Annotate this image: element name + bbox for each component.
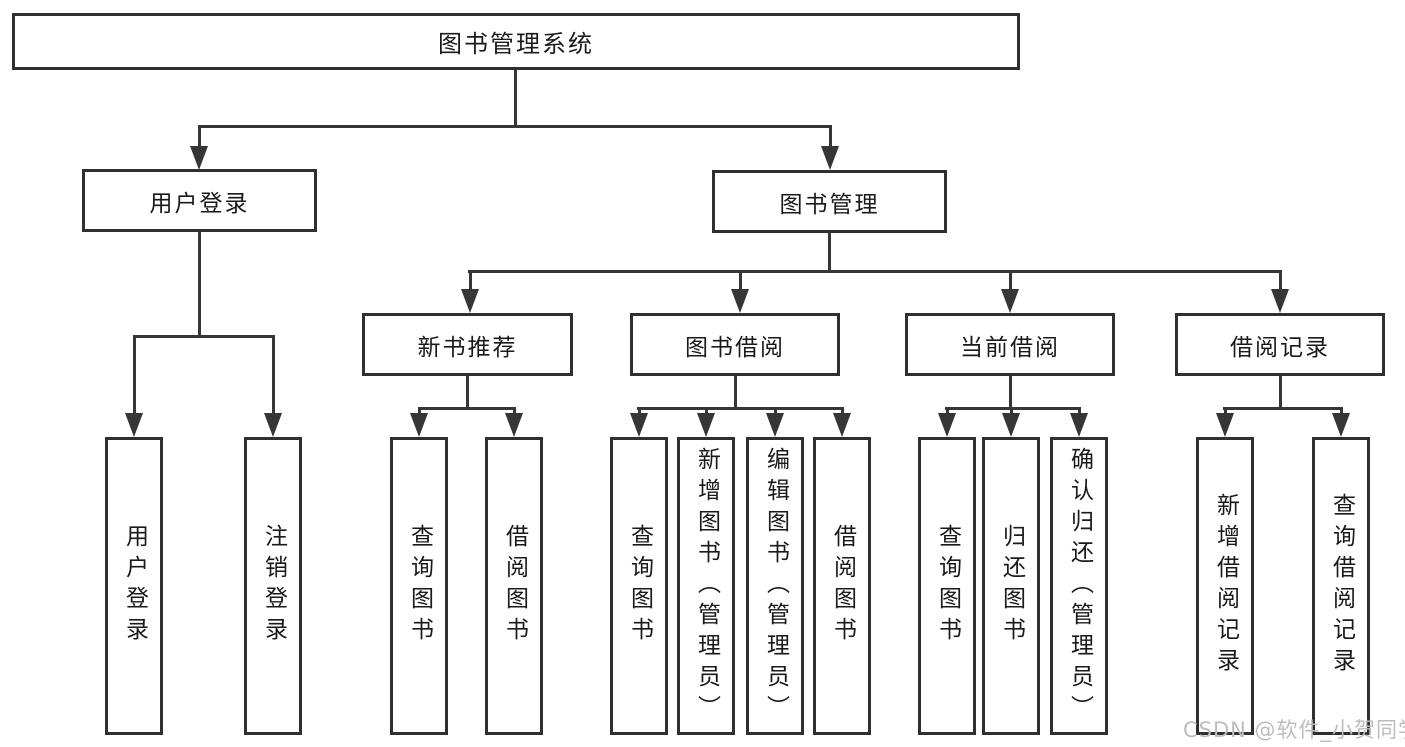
node-current-borrowing: 当前借阅 [905,313,1115,376]
connector-line [637,407,844,410]
arrow-down-icon [821,146,839,170]
node-label: 新增图书（管理员） [693,446,720,726]
connector-line [133,335,136,415]
connector-line [1010,407,1013,415]
arrow-down-icon [461,289,479,313]
node-label: 借阅图书 [829,524,856,648]
node-label: 用户登录 [149,190,250,217]
arrow-down-icon [190,146,208,170]
node-label: 当前借阅 [960,334,1060,361]
leaf-edit-books-admin: 编辑图书（管理员） [746,437,804,735]
leaf-logout: 注销登录 [244,437,302,735]
arrow-down-icon [1216,413,1234,437]
leaf-return-books: 归还图书 [982,437,1040,735]
node-label: 查询图书 [934,524,961,648]
connector-line [829,125,832,147]
node-borrowing-records: 借阅记录 [1175,313,1385,376]
connector-line [198,125,201,147]
arrow-down-icon [731,289,749,313]
node-label: 用户登录 [121,524,148,648]
arrow-down-icon [505,413,523,437]
connector-line [198,232,201,335]
leaf-borrow-books: 借阅图书 [813,437,871,735]
node-label: 查询图书 [626,524,653,648]
node-label: 图书管理 [779,191,880,218]
connector-line [739,270,742,290]
leaf-user-login: 用户登录 [105,437,163,735]
leaf-query-books-borrow: 查询图书 [610,437,668,735]
arrow-down-icon [1332,413,1350,437]
node-label: 新增借阅记录 [1212,493,1239,679]
connector-line [638,407,641,415]
arrow-down-icon [697,413,715,437]
arrow-down-icon [766,413,784,437]
node-label: 查询图书 [406,524,433,648]
leaf-query-books-current: 查询图书 [918,437,976,735]
node-library-management-system: 图书管理系统 [12,13,1020,70]
connector-line [418,407,421,415]
node-label: 图书借阅 [685,334,785,361]
arrow-down-icon [264,413,282,437]
node-label: 借阅记录 [1230,334,1330,361]
node-label: 查询借阅记录 [1328,493,1355,679]
node-book-management: 图书管理 [712,170,947,233]
connector-line [828,233,831,270]
connector-line [946,407,949,415]
connector-line [705,407,708,415]
connector-line [774,407,777,415]
connector-line [1078,407,1081,415]
node-user-login: 用户登录 [82,169,317,232]
arrow-down-icon [125,413,143,437]
node-label: 注销登录 [260,524,287,648]
leaf-query-borrow-record: 查询借阅记录 [1312,437,1370,735]
node-label: 确认归还（管理员） [1066,446,1093,726]
connector-line [1279,270,1282,290]
connector-line [945,407,1081,410]
node-new-book-recommendation: 新书推荐 [362,313,573,376]
connector-line [841,407,844,415]
leaf-confirm-return-admin: 确认归还（管理员） [1050,437,1108,735]
node-label: 图书管理系统 [438,30,594,58]
node-label: 编辑图书（管理员） [762,446,789,726]
connector-line [198,125,832,128]
leaf-add-books-admin: 新增图书（管理员） [677,437,735,735]
arrow-down-icon [1070,413,1088,437]
leaf-borrow-books-recommend: 借阅图书 [485,437,543,735]
connector-line [1009,376,1012,407]
connector-line [1224,407,1227,415]
connector-line [1279,376,1282,407]
connector-line [514,70,517,125]
connector-line [272,335,275,415]
arrow-down-icon [1002,413,1020,437]
connector-line [469,270,472,290]
node-label: 新书推荐 [417,334,518,361]
connector-line [513,407,516,415]
connector-line [1340,407,1343,415]
connector-line [133,335,275,338]
arrow-down-icon [1001,289,1019,313]
arrow-down-icon [833,413,851,437]
connector-line [418,407,516,410]
node-book-borrowing: 图书借阅 [630,313,840,376]
leaf-add-borrow-record: 新增借阅记录 [1196,437,1254,735]
connector-line [466,376,469,407]
connector-line [1223,407,1343,410]
connector-line [468,270,1281,273]
leaf-query-books-recommend: 查询图书 [390,437,448,735]
arrow-down-icon [938,413,956,437]
node-label: 归还图书 [998,524,1025,648]
node-label: 借阅图书 [501,524,528,648]
arrow-down-icon [410,413,428,437]
arrow-down-icon [1271,289,1289,313]
connector-line [1009,270,1012,290]
watermark: CSDN @软件_小贺同学 [1183,718,1405,742]
connector-line [734,376,737,407]
arrow-down-icon [630,413,648,437]
